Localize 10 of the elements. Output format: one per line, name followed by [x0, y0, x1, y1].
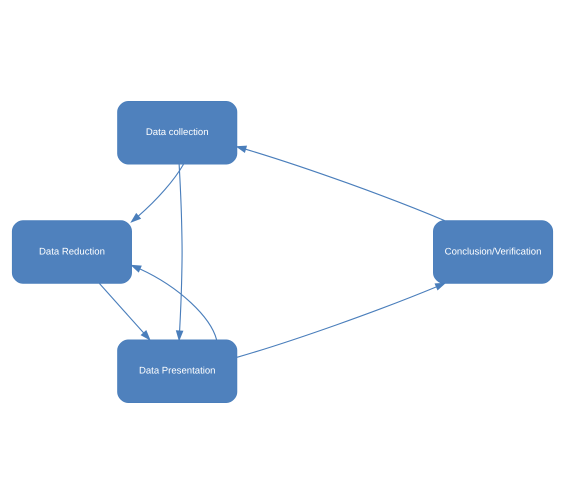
arrow	[235, 145, 445, 221]
arrow	[236, 282, 446, 358]
arrow	[130, 163, 184, 222]
arrow	[130, 264, 218, 340]
arrow	[176, 164, 184, 341]
node-box: Conclusion/Verification	[433, 220, 554, 284]
node-box: Data Reduction	[12, 220, 132, 284]
node-box: Data collection	[117, 100, 238, 164]
arrow	[98, 282, 151, 340]
node-box: Data Presentation	[117, 338, 238, 402]
